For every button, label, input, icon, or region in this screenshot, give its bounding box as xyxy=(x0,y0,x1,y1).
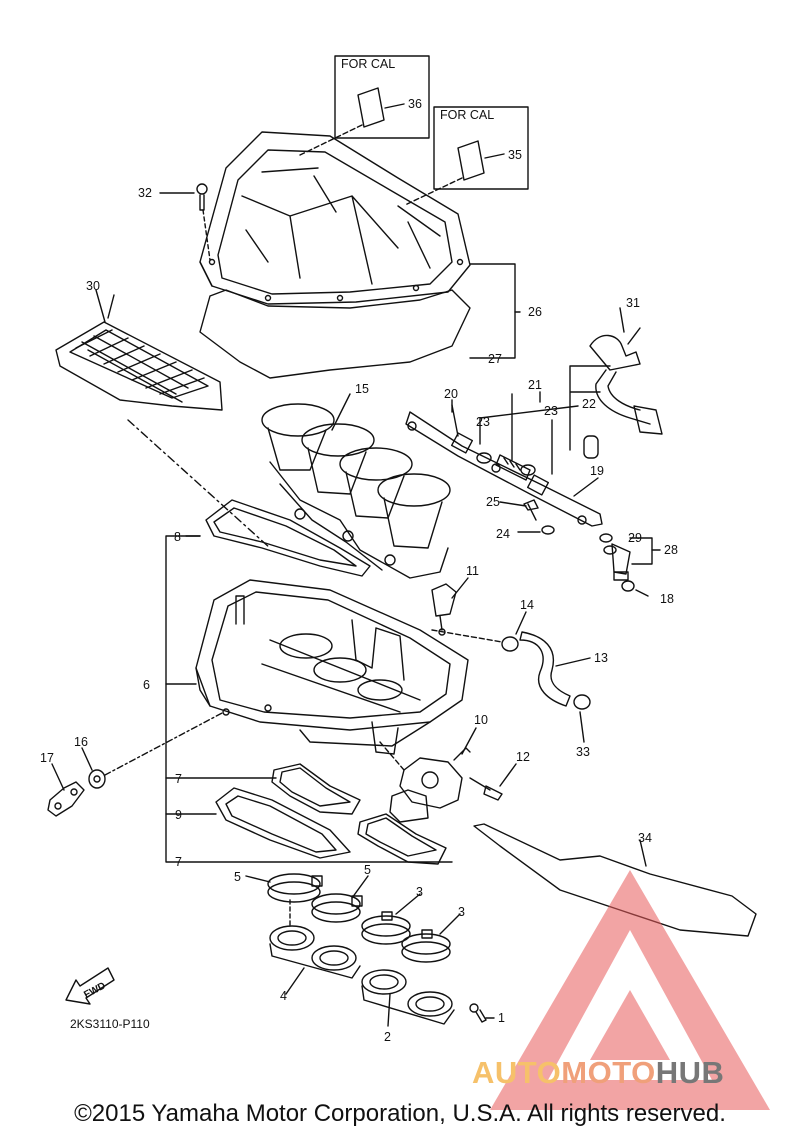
throttle-body-assembly xyxy=(261,393,451,579)
breather-hose xyxy=(431,629,591,710)
for-cal-label-2: FOR CAL xyxy=(440,108,494,122)
callout-30: 30 xyxy=(86,279,100,293)
callout-32: 32 xyxy=(138,186,152,200)
callout-13: 13 xyxy=(594,651,608,665)
fwd-label: FWD xyxy=(82,980,107,1000)
callout-35: 35 xyxy=(508,148,522,162)
callout-25: 25 xyxy=(486,495,500,509)
gasket-9 xyxy=(215,787,351,859)
fuel-hose-31 xyxy=(589,327,663,435)
fwd-arrow-icon xyxy=(65,967,115,1005)
for-cal-box-36 xyxy=(299,55,430,156)
band-5b xyxy=(311,893,363,923)
heat-shield xyxy=(473,823,757,937)
callout-19: 19 xyxy=(590,464,604,478)
callout-7b: 7 xyxy=(175,855,182,869)
callout-1: 1 xyxy=(498,1011,505,1025)
injector xyxy=(599,533,661,592)
bolt-32 xyxy=(159,183,211,261)
gasket-7-lower xyxy=(357,813,447,865)
watermark-part-1: AUTO xyxy=(472,1055,562,1090)
callout-34: 34 xyxy=(638,831,652,845)
callout-2: 2 xyxy=(384,1030,391,1044)
callout-6: 6 xyxy=(143,678,150,692)
callout-16: 16 xyxy=(74,735,88,749)
callout-33: 33 xyxy=(576,745,590,759)
band-5a xyxy=(267,873,323,903)
callout-15: 15 xyxy=(355,382,369,396)
callout-7a: 7 xyxy=(175,772,182,786)
callout-23b: 23 xyxy=(544,404,558,418)
grommet-and-bracket xyxy=(47,711,225,817)
callout-5a: 5 xyxy=(234,870,241,884)
copyright-footer: ©2015 Yamaha Motor Corporation, U.S.A. A… xyxy=(74,1100,726,1127)
callout-11: 11 xyxy=(466,564,479,578)
callout-26: 26 xyxy=(528,305,542,319)
callout-8: 8 xyxy=(174,530,181,544)
air-filter-element xyxy=(55,289,271,549)
fuel-hose-parts xyxy=(476,365,611,535)
band-3b xyxy=(401,929,451,963)
callout-12: 12 xyxy=(516,750,530,764)
callout-3a: 3 xyxy=(416,885,423,899)
callout-9: 9 xyxy=(175,808,182,822)
callout-22: 22 xyxy=(582,397,596,411)
callout-27: 27 xyxy=(488,352,502,366)
diagram-code: 2KS3110-P110 xyxy=(70,1017,150,1031)
watermark-part-2: MOTO xyxy=(561,1055,656,1090)
bolt-1 xyxy=(469,1003,495,1023)
callout-14: 14 xyxy=(520,598,534,612)
air-box-case xyxy=(195,579,469,755)
callout-10: 10 xyxy=(474,713,488,727)
callout-24: 24 xyxy=(496,527,510,541)
callout-20: 20 xyxy=(444,387,458,401)
for-cal-label-1: FOR CAL xyxy=(341,57,395,71)
air-cleaner-cover xyxy=(199,131,471,305)
watermark-text: AUTOMOTOHUB xyxy=(472,1055,724,1091)
callout-23a: 23 xyxy=(476,415,490,429)
watermark-part-3: HUB xyxy=(655,1055,725,1090)
callout-17: 17 xyxy=(40,751,54,765)
callout-18: 18 xyxy=(660,592,674,606)
callout-21: 21 xyxy=(528,378,542,392)
cover-gasket xyxy=(199,289,471,379)
callout-4: 4 xyxy=(280,989,287,1003)
callout-29: 29 xyxy=(628,531,642,545)
callout-36: 36 xyxy=(408,97,422,111)
intake-gasket xyxy=(205,499,371,577)
sensor-11 xyxy=(431,583,457,636)
callout-28: 28 xyxy=(664,543,678,557)
callout-31: 31 xyxy=(626,296,640,310)
watermark-logo-icon xyxy=(490,870,770,1110)
sensor-10 xyxy=(379,741,503,823)
callout-3b: 3 xyxy=(458,905,465,919)
fuel-rail xyxy=(405,404,603,527)
for-cal-box-35 xyxy=(404,106,529,206)
joint-4 xyxy=(269,899,361,979)
gasket-7-upper xyxy=(271,763,361,815)
band-3a xyxy=(361,911,411,945)
callout-5b: 5 xyxy=(364,863,371,877)
joint-2 xyxy=(361,969,455,1025)
